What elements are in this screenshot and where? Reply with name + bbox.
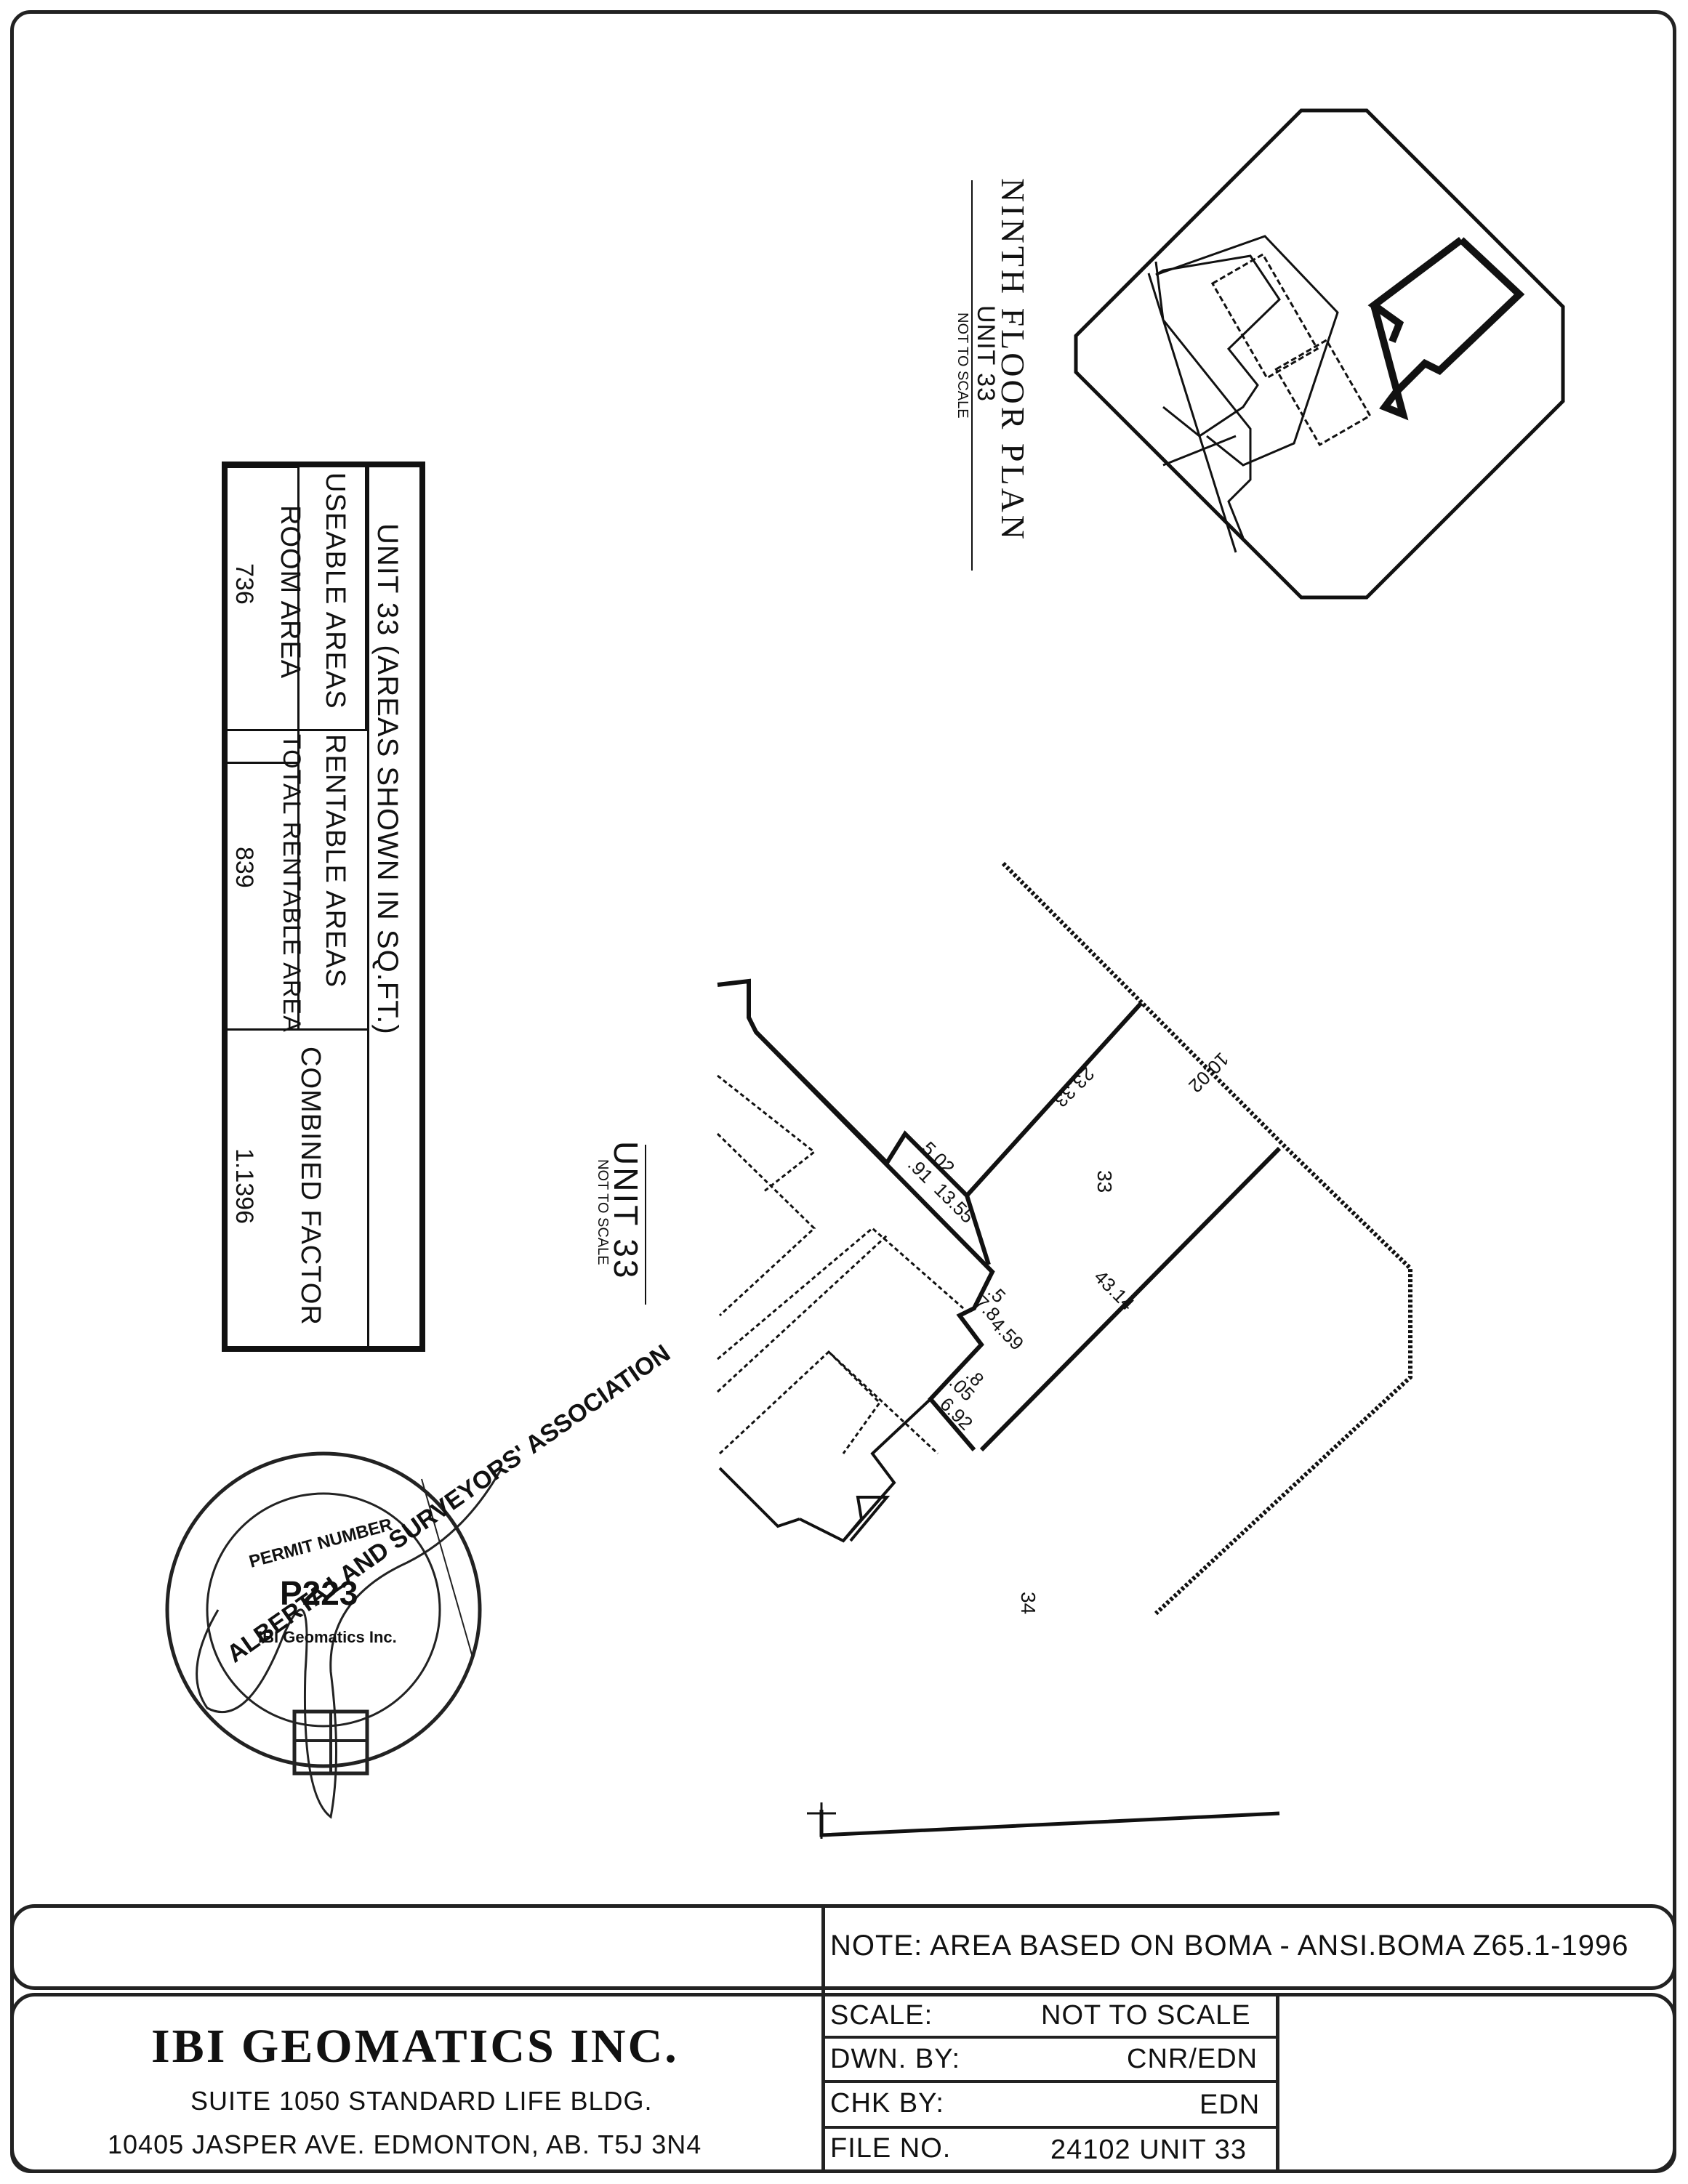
- table-room-area-value: 736: [230, 563, 258, 605]
- table-col-combined-factor: COMBINED FACTOR: [295, 1047, 326, 1326]
- table-heading: UNIT 33 (AREAS SHOWN IN SQ.FT.): [371, 523, 403, 1035]
- table-total-rentable-value: 839: [230, 847, 258, 888]
- table-rule: [367, 467, 369, 1346]
- seal-permit-number: P223: [280, 1574, 358, 1612]
- neighbor-unit-label: 34: [1017, 1592, 1040, 1615]
- unit-number-label: 33: [1093, 1170, 1116, 1193]
- address-line-2: 10405 JASPER AVE. EDMONTON, AB. T5J 3N4: [108, 2129, 702, 2159]
- key-plan-scale-note: NOT TO SCALE: [954, 313, 970, 419]
- checked-by-value: EDN: [1199, 2090, 1261, 2120]
- file-no-value: 24102 UNIT 33: [1050, 2135, 1247, 2165]
- seal-firm: IBI Geomatics Inc.: [258, 1628, 397, 1646]
- table-rule: [297, 467, 300, 729]
- scale-label: SCALE:: [830, 2000, 933, 2031]
- table-rule: [228, 762, 297, 764]
- table-col-room-area: ROOM AREA: [275, 505, 305, 680]
- unit-plan-title: UNIT 33: [607, 1141, 645, 1281]
- table-combined-factor-value: 1.1396: [230, 1148, 258, 1224]
- checked-by-label: CHK BY:: [830, 2088, 944, 2119]
- table-col-useable: USEABLE AREAS: [320, 472, 350, 709]
- company-name: IBI GEOMATICS INC.: [151, 2020, 679, 2073]
- table-col-rentable: RENTABLE AREAS: [320, 734, 350, 988]
- title-block-main: [10, 1993, 1676, 2173]
- title-block-note-row: [10, 1904, 1676, 1990]
- unit-plan-scale-note: NOT TO SCALE: [595, 1159, 611, 1265]
- title-block-divider: [821, 1904, 825, 2173]
- table-rule: [228, 1028, 367, 1031]
- file-no-label: FILE NO.: [830, 2133, 952, 2164]
- title-block-fields: [821, 1993, 1279, 2173]
- drawn-by-value: CNR/EDN: [1127, 2044, 1258, 2074]
- table-cell: [228, 467, 367, 729]
- field-rule: [821, 2036, 1279, 2039]
- address-line-1: SUITE 1050 STANDARD LIFE BLDG.: [190, 2086, 653, 2116]
- table-rule: [297, 729, 300, 1028]
- table-rule: [228, 466, 297, 468]
- key-plan-unit-label: UNIT 33: [972, 305, 1000, 402]
- scale-value: NOT TO SCALE: [1041, 2000, 1251, 2031]
- drawn-by-label: DWN. BY:: [830, 2044, 961, 2074]
- field-rule: [821, 2126, 1279, 2129]
- survey-seal: [165, 1451, 503, 1819]
- boma-note: NOTE: AREA BASED ON BOMA - ANSI.BOMA Z65…: [830, 1930, 1629, 1962]
- key-plan-outline: [1074, 108, 1565, 600]
- area-table: [222, 462, 425, 1352]
- table-col-total-rentable: TOTAL RENTABLE AREA: [278, 734, 305, 1033]
- unit-plan-outline: [716, 861, 1412, 1616]
- north-arrow: [807, 1802, 1280, 1839]
- field-rule: [821, 2080, 1279, 2083]
